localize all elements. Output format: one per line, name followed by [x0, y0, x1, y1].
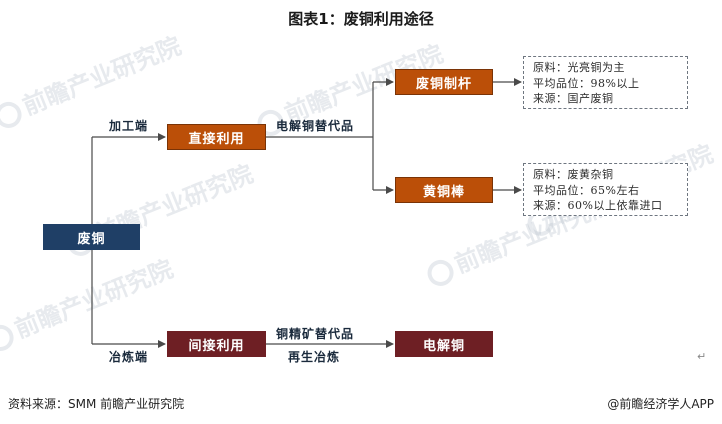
node-indirect-use: 间接利用 [167, 331, 266, 357]
note-line: 平均品位：65%左右 [533, 183, 640, 197]
node-scrap-copper: 废铜 [43, 224, 140, 250]
label-secondary-smelting: 再生冶炼 [288, 350, 341, 364]
node-scrap-rod: 废铜制杆 [395, 69, 493, 95]
label-concentrate-substitute: 铜精矿替代品 [276, 327, 355, 341]
note-line: 平均品位：98%以上 [533, 76, 640, 90]
note-scrap-rod: 原料：光亮铜为主 平均品位：98%以上 来源：国产废铜 [523, 56, 688, 109]
note-line: 原料：光亮铜为主 [533, 61, 625, 74]
label-cathode-substitute: 电解铜替代品 [276, 119, 355, 133]
label-processing-end: 加工端 [109, 119, 149, 133]
label-smelting-end: 冶炼端 [109, 350, 149, 364]
node-brass-rod: 黄铜棒 [395, 177, 493, 203]
node-direct-use: 直接利用 [167, 124, 266, 150]
chart-title: 图表1：废铜利用途径 [288, 10, 434, 28]
node-cathode-copper: 电解铜 [395, 331, 493, 357]
credit-note: @前瞻经济学人APP [607, 397, 714, 411]
note-line: 来源：国产废铜 [533, 92, 614, 105]
return-mark: ↵ [697, 350, 707, 363]
note-line: 来源：60%以上依靠进口 [533, 199, 663, 212]
source-note: 资料来源：SMM 前瞻产业研究院 [8, 397, 185, 411]
note-brass-rod: 原料：废黄杂铜 平均品位：65%左右 来源：60%以上依靠进口 [523, 163, 688, 216]
note-line: 原料：废黄杂铜 [533, 168, 614, 181]
